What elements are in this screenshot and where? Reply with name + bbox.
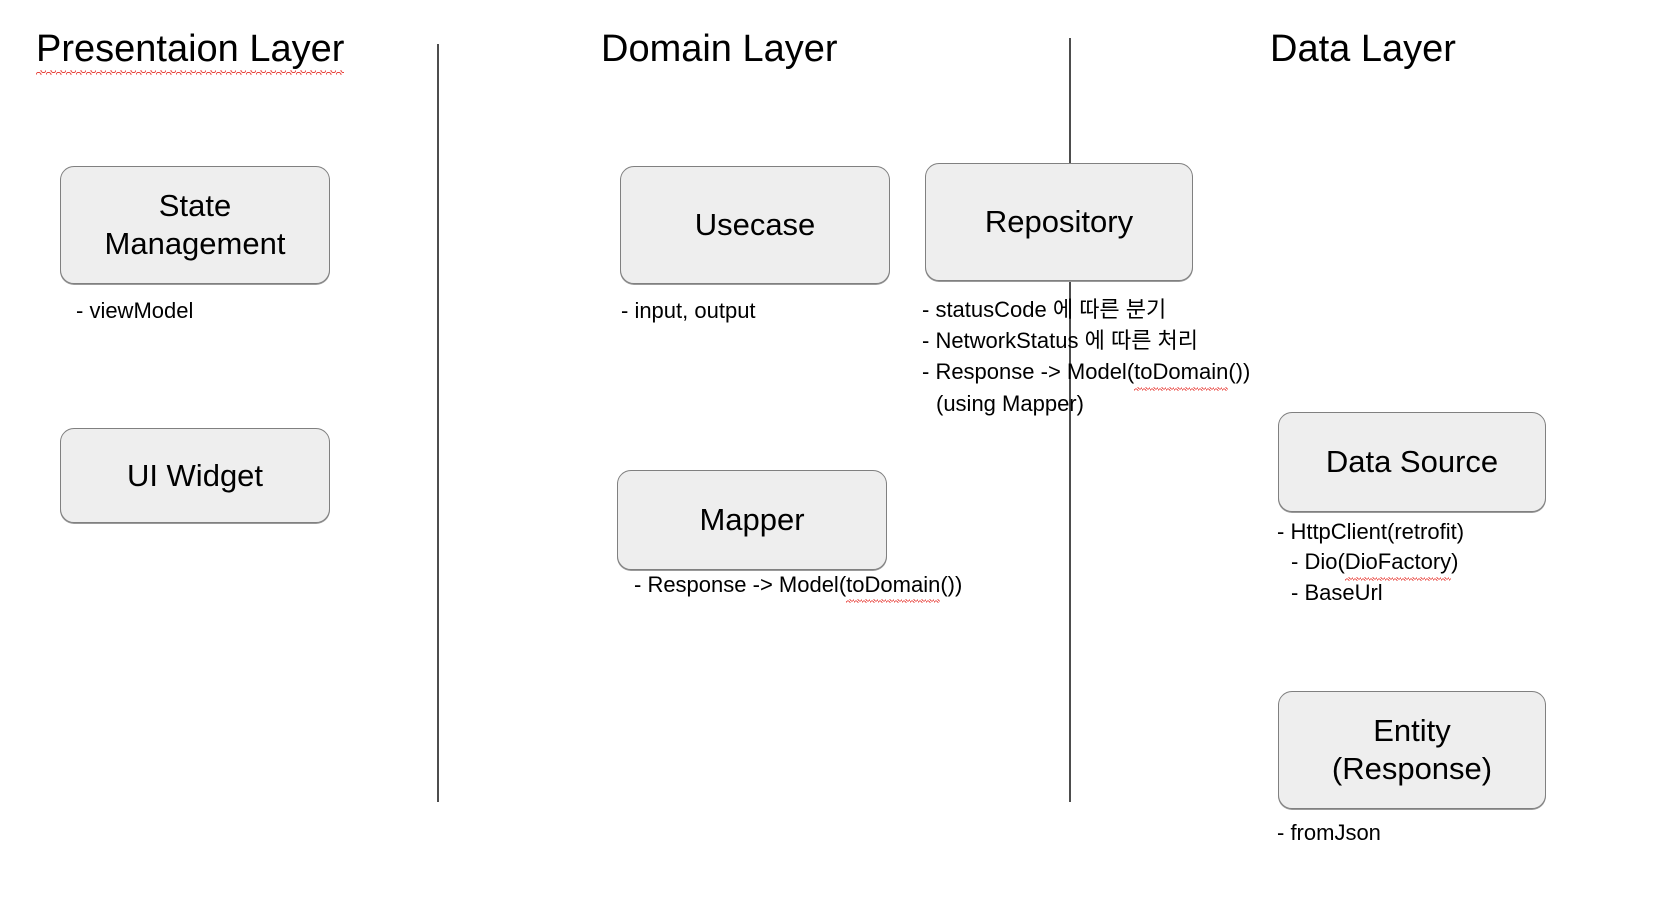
- note-repository-text-c: ()): [1228, 359, 1251, 385]
- note-repository-text-misspelled: toDomain: [1134, 356, 1229, 391]
- node-repository-label: Repository: [984, 204, 1134, 240]
- note-repository: - statusCode 에 따른 분기 - NetworkStatus 에 따…: [922, 294, 1250, 419]
- node-ui-widget[interactable]: UI Widget: [60, 428, 330, 523]
- note-state-management: - viewModel: [76, 296, 193, 326]
- note-data-source-text-c: ): [1451, 549, 1459, 575]
- note-usecase: - input, output: [621, 296, 756, 326]
- column-title-domain: Domain Layer: [601, 28, 838, 70]
- node-ui-widget-label: UI Widget: [126, 457, 264, 493]
- note-repository-line-2: - NetworkStatus 에 따른 처리: [922, 328, 1199, 354]
- note-data-source-text-a: - Dio(: [1291, 549, 1345, 575]
- node-entity-label: Entity (Response): [1331, 713, 1493, 786]
- presentation-title-text: Presentaion Layer: [36, 28, 345, 75]
- divider-domain-data: [1069, 38, 1071, 802]
- note-entity-line-1: - fromJson: [1277, 820, 1381, 845]
- note-mapper: - Response -> Model(toDomain()): [634, 570, 963, 603]
- node-usecase[interactable]: Usecase: [620, 166, 890, 284]
- note-repository-text-a: - Response -> Model(: [922, 359, 1135, 385]
- column-title-data: Data Layer: [1270, 28, 1456, 70]
- note-data-source-line-2: - Dio(DioFactory): [1277, 547, 1464, 582]
- node-state-management[interactable]: State Management: [60, 166, 330, 284]
- domain-title-text: Domain Layer: [601, 28, 838, 70]
- note-usecase-line-1: - input, output: [621, 298, 756, 323]
- note-repository-line-4: (using Mapper): [936, 390, 1084, 416]
- note-repository-line-3: - Response -> Model(toDomain()): [922, 356, 1251, 391]
- note-data-source-text-misspelled: DioFactory: [1344, 547, 1452, 582]
- note-data-source-line-1: - HttpClient(retrofit): [1277, 519, 1465, 544]
- node-repository[interactable]: Repository: [925, 163, 1193, 281]
- note-repository-line-1: - statusCode 에 따른 분기: [922, 297, 1167, 322]
- data-title-text: Data Layer: [1270, 28, 1456, 70]
- note-data-source: - HttpClient(retrofit) - Dio(DioFactory)…: [1277, 517, 1464, 608]
- note-state-management-line-1: - viewModel: [76, 298, 194, 323]
- node-usecase-label: Usecase: [694, 207, 816, 243]
- node-data-source[interactable]: Data Source: [1278, 412, 1546, 512]
- note-data-source-line-3: - BaseUrl: [1291, 579, 1383, 605]
- node-mapper-label: Mapper: [699, 502, 805, 538]
- note-mapper-text-c: ()): [940, 572, 963, 597]
- note-mapper-line-1: - Response -> Model(toDomain()): [634, 570, 963, 603]
- note-entity: - fromJson: [1277, 818, 1381, 848]
- node-state-management-label: State Management: [104, 188, 286, 261]
- node-data-source-label: Data Source: [1325, 444, 1499, 480]
- note-mapper-text-a: - Response -> Model(: [634, 572, 847, 597]
- column-title-presentation: Presentaion Layer: [36, 28, 345, 75]
- note-mapper-text-misspelled: toDomain: [846, 570, 941, 603]
- node-mapper[interactable]: Mapper: [617, 470, 887, 570]
- node-entity[interactable]: Entity (Response): [1278, 691, 1546, 809]
- divider-presentation-domain: [437, 44, 439, 802]
